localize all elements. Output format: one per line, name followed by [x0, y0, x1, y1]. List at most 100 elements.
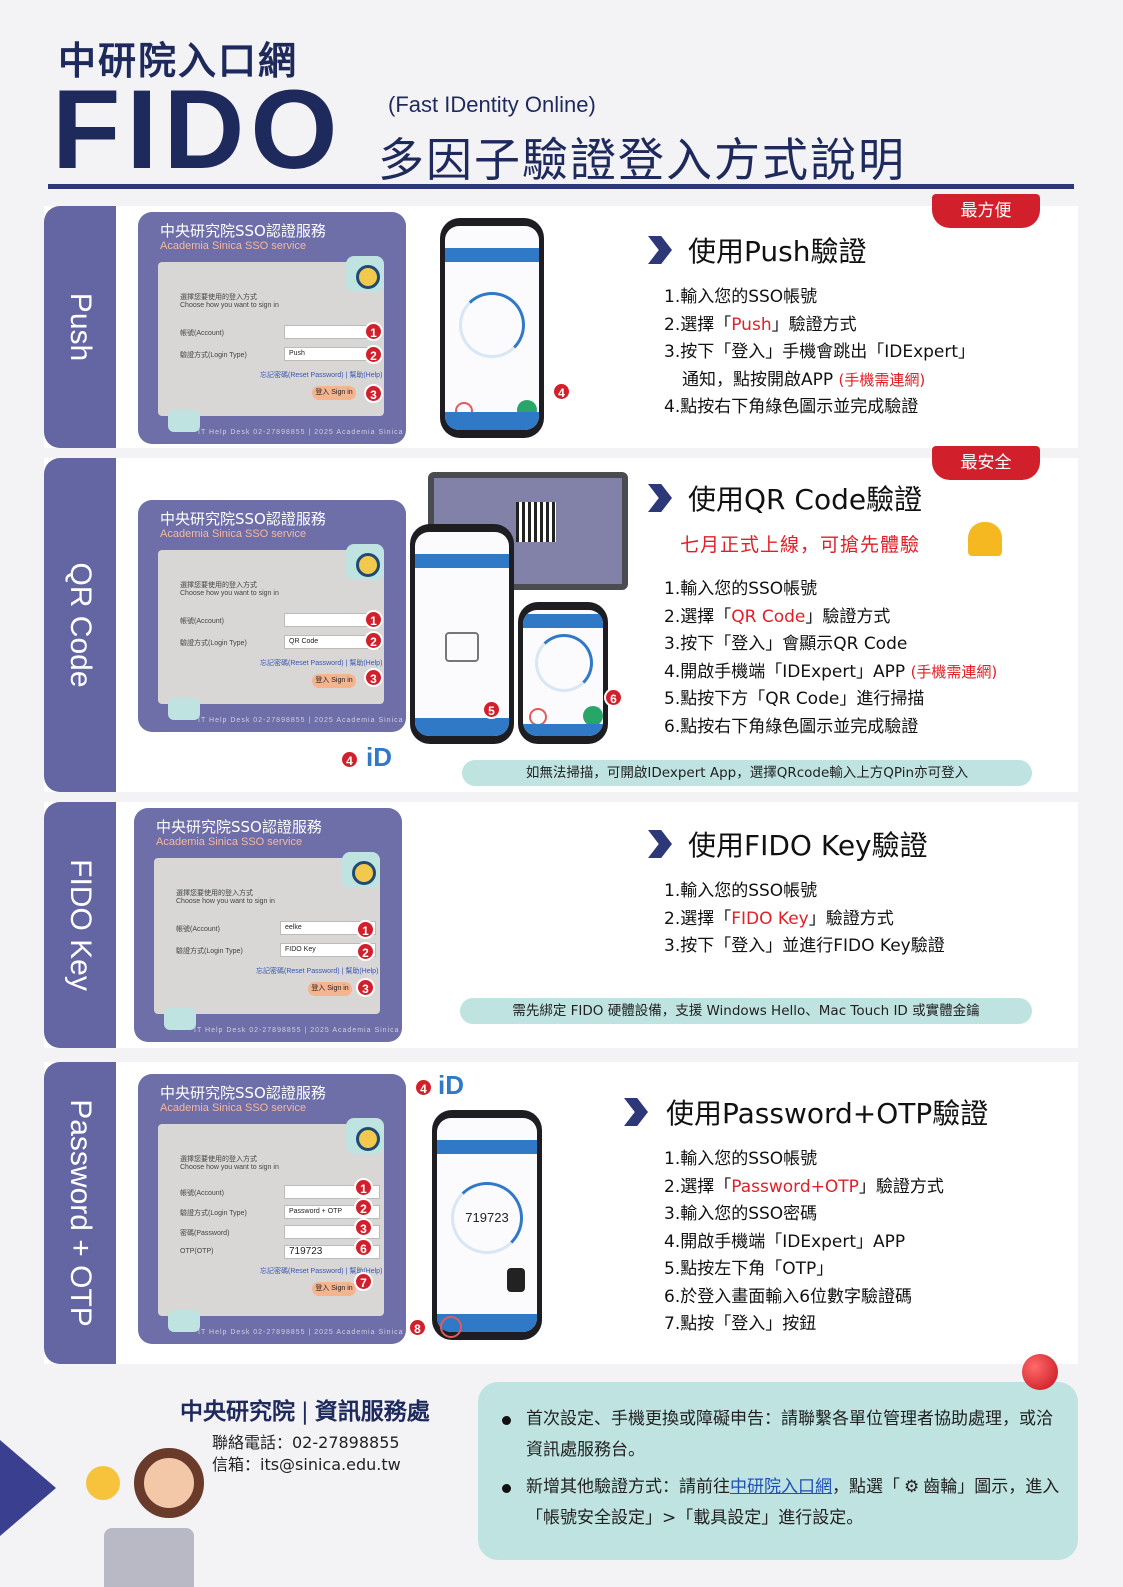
reset-help-link[interactable]: 忘記密碼(Reset Password) | 幫助(Help) — [256, 968, 379, 975]
form-instruction-en: Choose how you want to sign in — [176, 898, 275, 905]
helpdesk-logo-icon — [342, 852, 380, 888]
sso-login-panel: 中央研究院SSO認證服務 Academia Sinica SSO service… — [138, 212, 406, 444]
account-label: 帳號(Account) — [180, 618, 224, 625]
contact-email[interactable]: 信箱：its@sinica.edu.tw — [212, 1455, 401, 1474]
chat-icon — [168, 1310, 200, 1332]
chat-icon — [168, 410, 200, 432]
header-divider — [48, 184, 1074, 189]
step-item: 3.按下「登入」會顯示QR Code — [664, 634, 908, 654]
portal-link[interactable]: 中研院入口網 — [730, 1477, 832, 1497]
login-type-select[interactable]: FIDO Key — [280, 943, 376, 957]
form-instruction: 選擇您要使用的登入方式 — [176, 890, 253, 897]
form-instruction: 選擇您要使用的登入方式 — [180, 294, 257, 301]
section-title: 使用Password+OTP驗證 — [666, 1097, 989, 1130]
section-title: 使用Push驗證 — [688, 235, 867, 268]
reset-help-link[interactable]: 忘記密碼(Reset Password) | 幫助(Help) — [260, 372, 383, 379]
launch-notice: 七月正式上線，可搶先體驗 — [680, 534, 921, 556]
phone-otp: 719723 — [432, 1110, 542, 1340]
signin-button[interactable]: 登入 Sign in — [308, 982, 352, 996]
step-badge: 8 — [408, 1318, 427, 1337]
form-instruction-en: Choose how you want to sign in — [180, 590, 279, 597]
side-tab-fido: FIDO Key — [44, 802, 116, 1048]
panel-footer: IT Help Desk 02-27898855 | 2025 Academia… — [198, 717, 404, 724]
password-label: 密碼(Password) — [180, 1230, 230, 1237]
bell-icon — [968, 522, 1002, 556]
contact-info: 聯絡電話：02-27898855 信箱：its@sinica.edu.tw — [212, 1432, 401, 1476]
reset-help-link[interactable]: 忘記密碼(Reset Password) | 幫助(Help) — [260, 660, 383, 667]
step-item: 4.開啟手機端「IDExpert」APP — [664, 1231, 906, 1252]
panel-footer: IT Help Desk 02-27898855 | 2025 Academia… — [198, 1329, 404, 1336]
approve-icon[interactable] — [583, 706, 603, 726]
step-item: 2.選擇「FIDO Key」驗證方式 — [664, 908, 894, 929]
login-form: 選擇您要使用的登入方式 Choose how you want to sign … — [154, 858, 380, 1014]
step-badge: 2 — [364, 631, 383, 650]
step-badge: 1 — [354, 1178, 373, 1197]
step-badge: 7 — [354, 1272, 373, 1291]
panel-subtitle: Academia Sinica SSO service — [156, 836, 303, 848]
phone-push — [440, 218, 544, 438]
lightbulb-icon — [86, 1466, 120, 1500]
signin-button[interactable]: 登入 Sign in — [312, 674, 356, 688]
helpdesk-avatar — [134, 1448, 204, 1518]
help-note-2: 新增其他驗證方式：請前往中研院入口網，點選「⚙齒輪」圖示，進入「帳號安全設定」>… — [498, 1472, 1064, 1534]
panel-title: 中央研究院SSO認證服務 — [160, 1084, 326, 1102]
step-badge: 3 — [356, 978, 375, 997]
step-badge: 1 — [356, 920, 375, 939]
brand-title: FIDO — [52, 67, 344, 192]
helpdesk-logo-icon — [346, 1118, 384, 1154]
step-item: 2.選擇「QR Code」驗證方式 — [664, 606, 891, 627]
step-badge: 1 — [364, 610, 383, 629]
steps-list: 1.輸入您的SSO帳號 2.選擇「FIDO Key」驗證方式 3.按下「登入」並… — [664, 878, 945, 961]
steps-list: 1.輸入您的SSO帳號 2.選擇「QR Code」驗證方式 3.按下「登入」會顯… — [664, 576, 997, 741]
ribbon-most-secure: 最安全 — [932, 446, 1040, 480]
steps-list: 1.輸入您的SSO帳號 2.選擇「Password+OTP」驗證方式 3.輸入您… — [664, 1146, 944, 1339]
panel-subtitle: Academia Sinica SSO service — [160, 1102, 307, 1114]
step-item: 6.點按右下角綠色圖示並完成驗證 — [664, 716, 919, 737]
step-badge: 3 — [364, 668, 383, 687]
otp-tab-icon[interactable] — [440, 1316, 462, 1338]
pushpin-icon — [1022, 1354, 1058, 1390]
idexpert-logo: iD — [366, 742, 392, 772]
section-fido-key: FIDO Key 中央研究院SSO認證服務 Academia Sinica SS… — [44, 802, 1078, 1048]
chevron-icon — [648, 830, 672, 858]
signin-button[interactable]: 登入 Sign in — [312, 386, 356, 400]
account-label: 帳號(Account) — [180, 1190, 224, 1197]
login-type-label: 驗證方式(Login Type) — [180, 352, 247, 359]
reset-help-link[interactable]: 忘記密碼(Reset Password) | 幫助(Help) — [260, 1268, 383, 1275]
chevron-icon — [648, 484, 672, 512]
step-item: 1.輸入您的SSO帳號 — [664, 287, 818, 307]
otp-label: OTP(OTP) — [180, 1248, 214, 1255]
step-item: 1.輸入您的SSO帳號 — [664, 579, 818, 599]
section-title: 使用FIDO Key驗證 — [688, 829, 928, 862]
signin-button[interactable]: 登入 Sign in — [312, 1282, 356, 1296]
section-password-otp: Password + OTP 中央研究院SSO認證服務 Academia Sin… — [44, 1062, 1078, 1364]
side-tab-otp: Password + OTP — [44, 1062, 116, 1364]
organization-name: 中央研究院|資訊服務處 — [180, 1399, 430, 1425]
panel-title: 中央研究院SSO認證服務 — [156, 818, 322, 836]
step-item: 7.點按「登入」按鈕 — [664, 1314, 817, 1334]
account-label: 帳號(Account) — [180, 330, 224, 337]
chevron-icon — [648, 236, 672, 264]
scan-icon — [445, 632, 479, 662]
phone-verify — [518, 602, 608, 744]
panel-title: 中央研究院SSO認證服務 — [160, 510, 326, 528]
watch-icon — [507, 1268, 525, 1292]
sso-login-panel: 中央研究院SSO認證服務 Academia Sinica SSO service… — [134, 808, 402, 1042]
step-badge: 2 — [364, 345, 383, 364]
side-label: FIDO Key — [64, 859, 97, 991]
idexpert-logo: iD — [438, 1070, 464, 1100]
helpdesk-logo-icon — [346, 256, 384, 292]
page-title: 多因子驗證登入方式說明 — [378, 133, 906, 187]
helpdesk-logo-icon — [346, 544, 384, 580]
account-label: 帳號(Account) — [176, 926, 220, 933]
step-badge: 4 — [340, 750, 359, 769]
section-push: Push 最方便 中央研究院SSO認證服務 Academia Sinica SS… — [44, 194, 1078, 448]
account-field[interactable]: eelke — [280, 921, 376, 935]
decorative-triangle — [0, 1440, 56, 1536]
login-type-label: 驗證方式(Login Type) — [180, 1210, 247, 1217]
step-badge: 4 — [552, 382, 571, 401]
panel-subtitle: Academia Sinica SSO service — [160, 240, 307, 252]
chat-icon — [164, 1008, 196, 1030]
sso-login-panel: 中央研究院SSO認證服務 Academia Sinica SSO service… — [138, 500, 406, 732]
laptop-icon — [104, 1528, 194, 1587]
